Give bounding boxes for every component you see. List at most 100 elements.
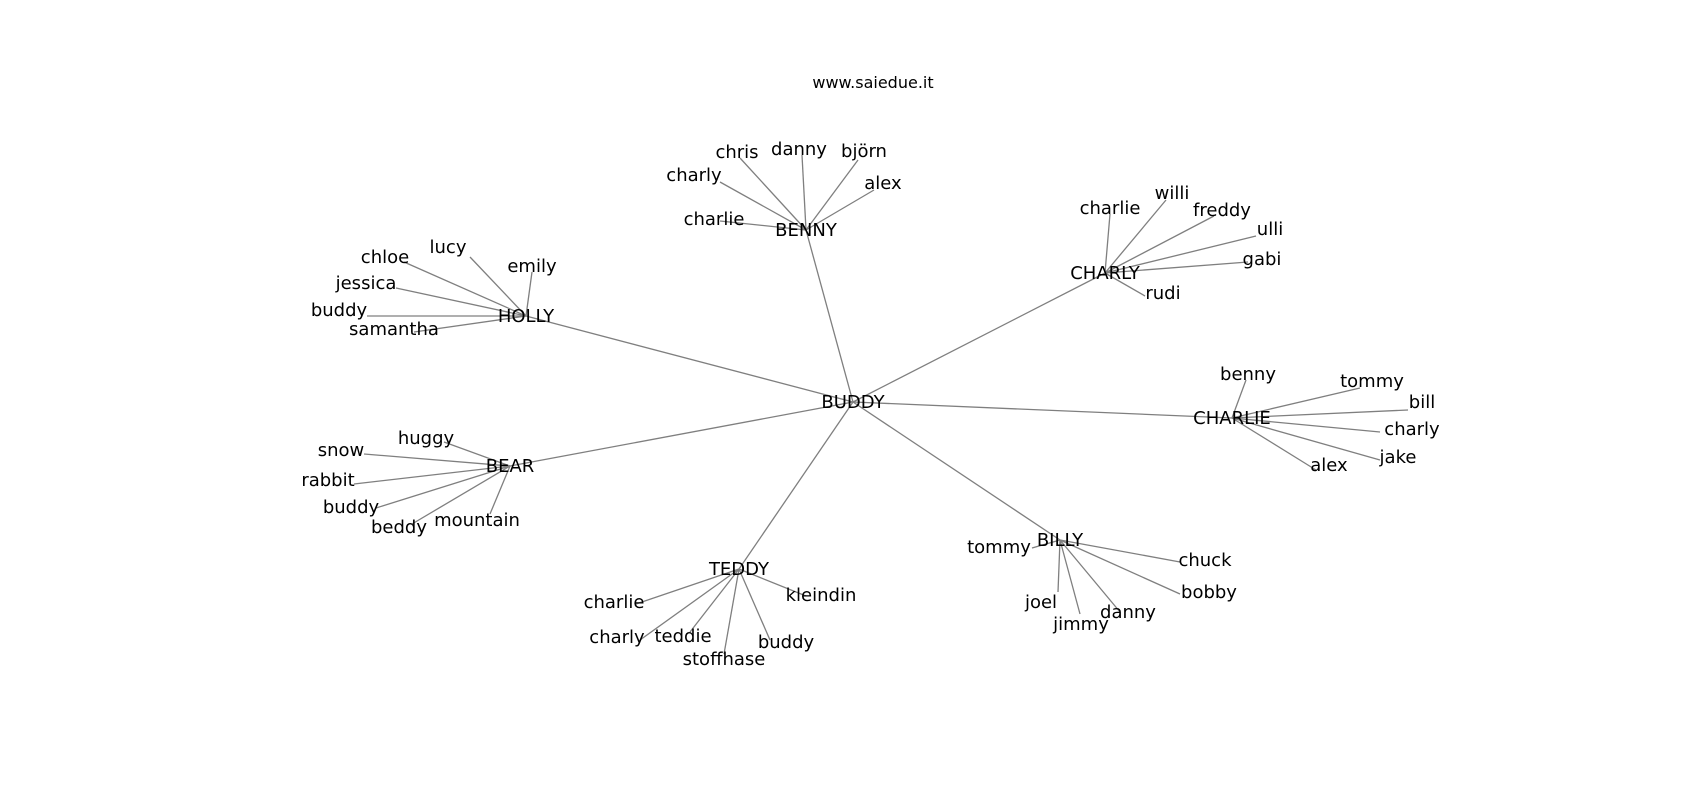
edge-holly-3 (395, 287, 527, 317)
edge-root-to-teddy (738, 401, 854, 570)
edge-billy-3 (1057, 539, 1061, 593)
edge-charlie-1 (1231, 387, 1361, 419)
node-leaf-bear-0: huggy (398, 428, 455, 449)
edge-charlie-5 (1231, 417, 1317, 471)
node-leaf-bear-3: buddy (323, 497, 380, 518)
node-leaf-billy-2: bobby (1181, 582, 1237, 603)
edge-root-to-holly (525, 315, 854, 403)
node-root: BUDDY (821, 392, 885, 413)
edge-billy-2 (1059, 539, 1181, 595)
node-group-charlie: CHARLIE (1193, 408, 1271, 429)
edge-benny-3 (801, 154, 807, 231)
edge-holly-0 (469, 256, 527, 317)
node-leaf-charly-1: willi (1155, 183, 1190, 204)
node-leaf-holly-3: jessica (335, 273, 397, 294)
node-leaf-benny-4: björn (841, 141, 887, 162)
node-leaf-charlie-4: jake (1379, 447, 1417, 468)
edge-root-to-charlie (852, 401, 1233, 419)
node-leaf-teddy-2: charly (589, 627, 645, 648)
node-leaf-charlie-2: bill (1409, 392, 1435, 413)
node-leaf-billy-3: joel (1024, 592, 1057, 613)
node-leaf-teddy-0: charlie (584, 592, 645, 613)
node-leaf-charly-5: rudi (1145, 283, 1180, 304)
edge-billy-4 (1059, 539, 1121, 613)
edge-charlie-4 (1231, 417, 1381, 461)
edge-teddy-2 (639, 568, 740, 641)
node-leaf-billy-1: chuck (1178, 550, 1232, 571)
edge-benny-4 (805, 159, 859, 231)
edge-bear-1 (363, 453, 511, 467)
node-leaf-charly-3: ulli (1257, 219, 1283, 240)
node-leaf-charlie-1: tommy (1340, 371, 1404, 392)
node-leaf-teddy-4: buddy (758, 632, 815, 653)
node-leaf-charlie-3: charly (1384, 419, 1440, 440)
node-leaf-bear-1: snow (318, 440, 365, 461)
edge-root-to-bear (509, 401, 854, 467)
edge-teddy-3 (689, 568, 740, 633)
node-leaf-holly-4: buddy (311, 300, 368, 321)
node-group-bear: BEAR (486, 456, 535, 477)
edge-holly-5 (413, 315, 527, 333)
edge-charlie-3 (1231, 417, 1381, 433)
node-leaf-billy-0: tommy (967, 537, 1031, 558)
edge-bear-2 (353, 465, 511, 485)
node-leaf-benny-3: danny (771, 139, 827, 160)
node-leaf-teddy-5: stoffhase (683, 649, 766, 670)
node-leaf-charly-0: charlie (1080, 198, 1141, 219)
edge-layer (353, 154, 1409, 655)
node-leaf-teddy-1: kleindin (786, 585, 857, 606)
edge-bear-0 (443, 441, 511, 467)
node-group-charly: CHARLY (1070, 263, 1141, 284)
edge-charlie-2 (1231, 409, 1409, 419)
node-leaf-benny-5: alex (864, 173, 902, 194)
edge-charly-0 (1104, 213, 1111, 274)
node-leaf-holly-1: chloe (361, 247, 409, 268)
edge-root-to-billy (852, 401, 1061, 541)
edge-root-to-benny (805, 229, 854, 403)
node-leaf-charly-4: gabi (1243, 249, 1282, 270)
node-group-billy: BILLY (1037, 530, 1084, 551)
node-leaf-charlie-5: alex (1310, 455, 1348, 476)
edge-billy-0 (1031, 539, 1061, 549)
edge-holly-2 (525, 271, 533, 317)
node-leaf-billy-5: jimmy (1052, 614, 1109, 635)
edge-benny-0 (719, 220, 807, 231)
node-leaf-charlie-0: benny (1220, 364, 1276, 385)
edge-charly-2 (1104, 215, 1215, 274)
node-leaf-benny-2: chris (715, 142, 758, 163)
node-group-holly: HOLLY (498, 306, 555, 327)
node-leaf-benny-0: charlie (684, 209, 745, 230)
node-leaf-bear-2: rabbit (301, 470, 354, 491)
node-leaf-teddy-3: teddie (654, 626, 711, 647)
node-leaf-holly-2: emily (507, 256, 557, 277)
edge-bear-5 (489, 465, 511, 515)
node-leaf-benny-1: charly (666, 165, 722, 186)
node-group-benny: BENNY (775, 220, 838, 241)
edge-holly-1 (403, 261, 527, 317)
edge-bear-3 (375, 465, 511, 509)
edge-teddy-1 (738, 568, 807, 597)
edge-charly-4 (1104, 261, 1249, 274)
edge-charly-5 (1104, 272, 1146, 297)
node-leaf-bear-5: mountain (434, 510, 520, 531)
edge-root-to-charly (852, 272, 1106, 403)
node-leaf-bear-4: beddy (371, 517, 427, 538)
edge-billy-1 (1059, 539, 1181, 563)
edge-bear-4 (411, 465, 511, 525)
edge-teddy-5 (723, 568, 740, 655)
node-leaf-charly-2: freddy (1193, 200, 1251, 221)
node-leaf-billy-4: danny (1100, 602, 1156, 623)
edge-benny-1 (719, 181, 807, 231)
edge-charly-3 (1104, 235, 1257, 274)
edge-benny-5 (805, 189, 875, 231)
node-group-teddy: TEDDY (708, 559, 770, 580)
node-leaf-holly-0: lucy (430, 237, 467, 258)
edge-charly-1 (1104, 199, 1167, 274)
edge-teddy-4 (738, 568, 771, 641)
edge-charlie-0 (1231, 379, 1247, 419)
site-title: www.saiedue.it (812, 73, 933, 92)
edge-teddy-0 (635, 568, 740, 605)
